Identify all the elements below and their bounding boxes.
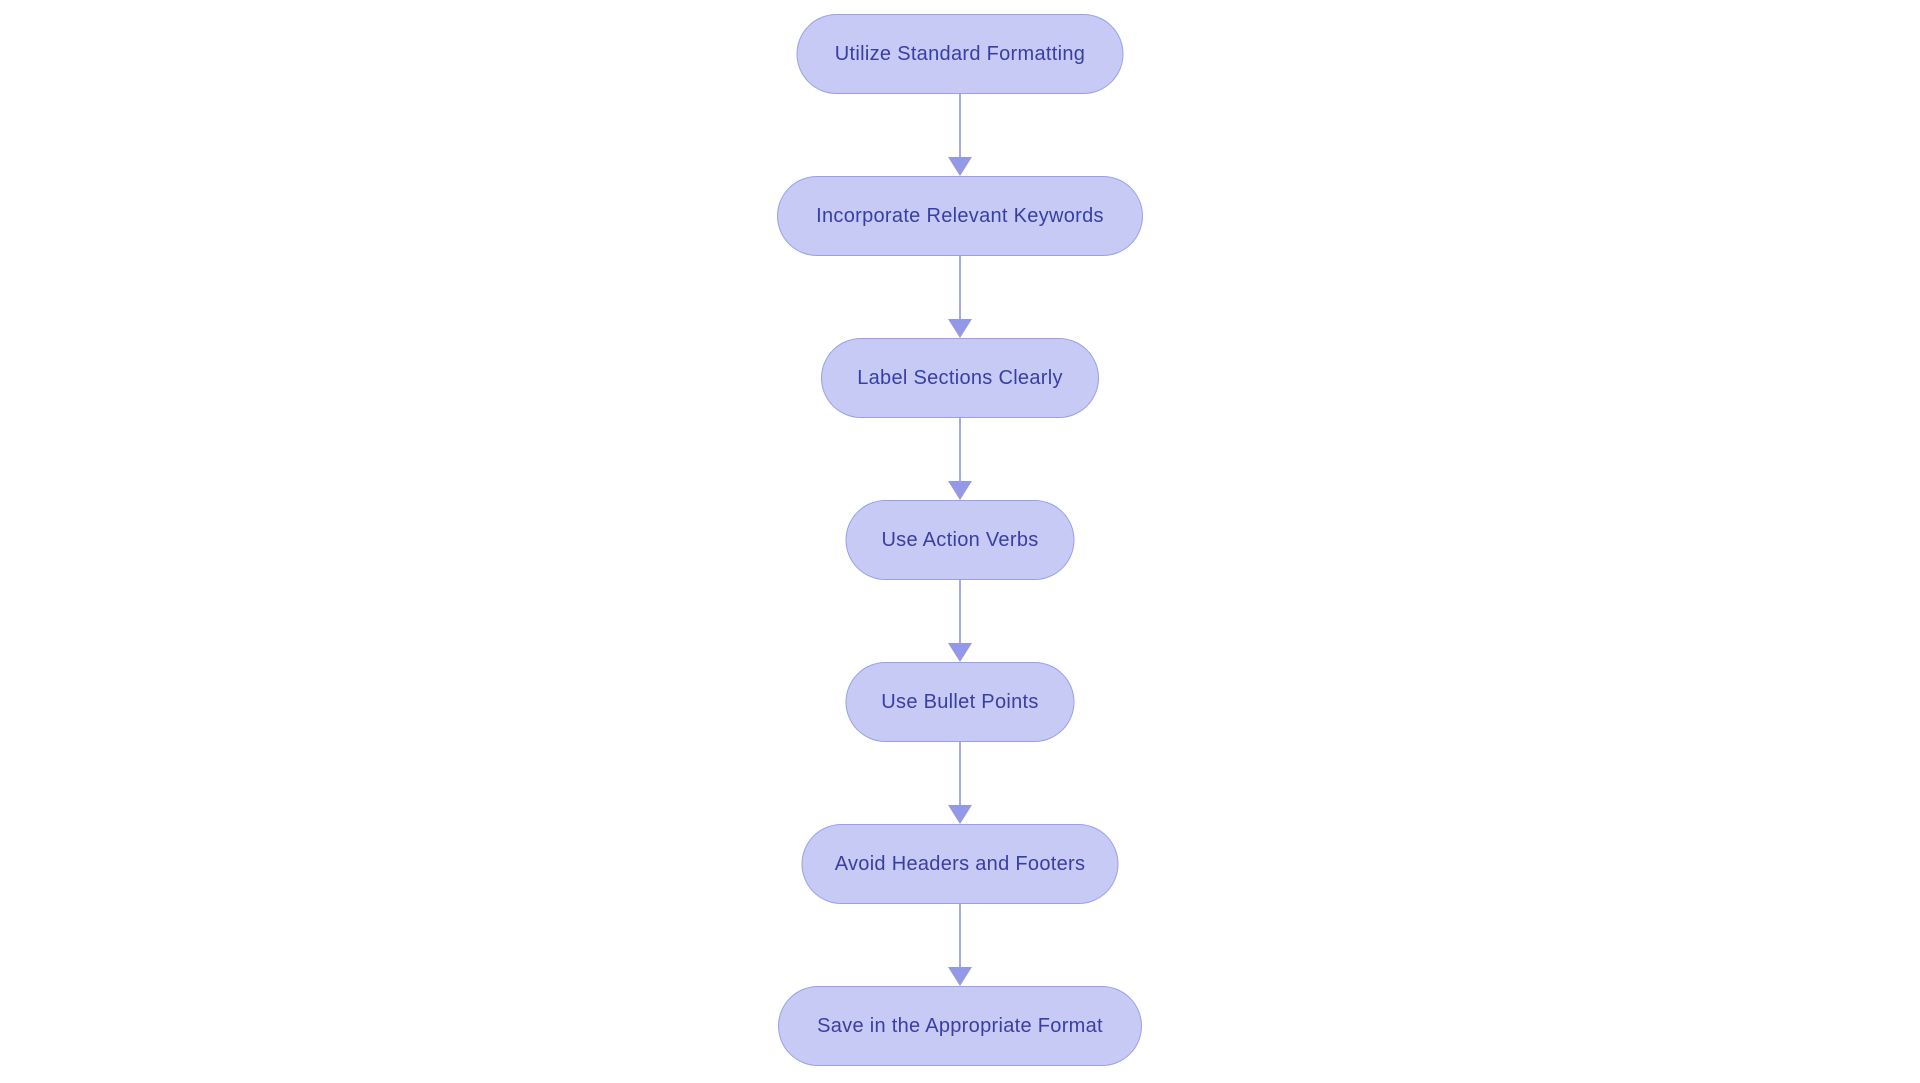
arrow-down-icon <box>948 643 972 662</box>
connector-arrow <box>948 256 972 338</box>
connector-arrow <box>948 742 972 824</box>
arrow-line <box>959 94 961 157</box>
node-label: Incorporate Relevant Keywords <box>816 204 1104 227</box>
arrow-down-icon <box>948 481 972 500</box>
flow-node-use-action-verbs: Use Action Verbs <box>845 500 1075 580</box>
arrow-line <box>959 904 961 967</box>
arrow-line <box>959 256 961 319</box>
arrow-down-icon <box>948 319 972 338</box>
arrow-down-icon <box>948 967 972 986</box>
flow-node-incorporate-relevant-keywords: Incorporate Relevant Keywords <box>777 176 1143 256</box>
node-label: Save in the Appropriate Format <box>817 1014 1103 1037</box>
flow-node-save-in-the-appropriate-format: Save in the Appropriate Format <box>778 986 1142 1066</box>
flow-node-avoid-headers-and-footers: Avoid Headers and Footers <box>801 824 1119 904</box>
connector-arrow <box>948 904 972 986</box>
node-label: Label Sections Clearly <box>857 366 1063 389</box>
connector-arrow <box>948 580 972 662</box>
arrow-down-icon <box>948 805 972 824</box>
flow-node-label-sections-clearly: Label Sections Clearly <box>821 338 1099 418</box>
flow-node-utilize-standard-formatting: Utilize Standard Formatting <box>796 14 1124 94</box>
node-label: Avoid Headers and Footers <box>834 852 1086 875</box>
flow-node-use-bullet-points: Use Bullet Points <box>845 662 1075 742</box>
connector-arrow <box>948 94 972 176</box>
connector-arrow <box>948 418 972 500</box>
node-label: Use Action Verbs <box>881 528 1039 551</box>
node-label: Utilize Standard Formatting <box>834 42 1086 65</box>
arrow-line <box>959 580 961 643</box>
node-label: Use Bullet Points <box>881 690 1039 713</box>
arrow-line <box>959 742 961 805</box>
arrow-line <box>959 418 961 481</box>
arrow-down-icon <box>948 157 972 176</box>
